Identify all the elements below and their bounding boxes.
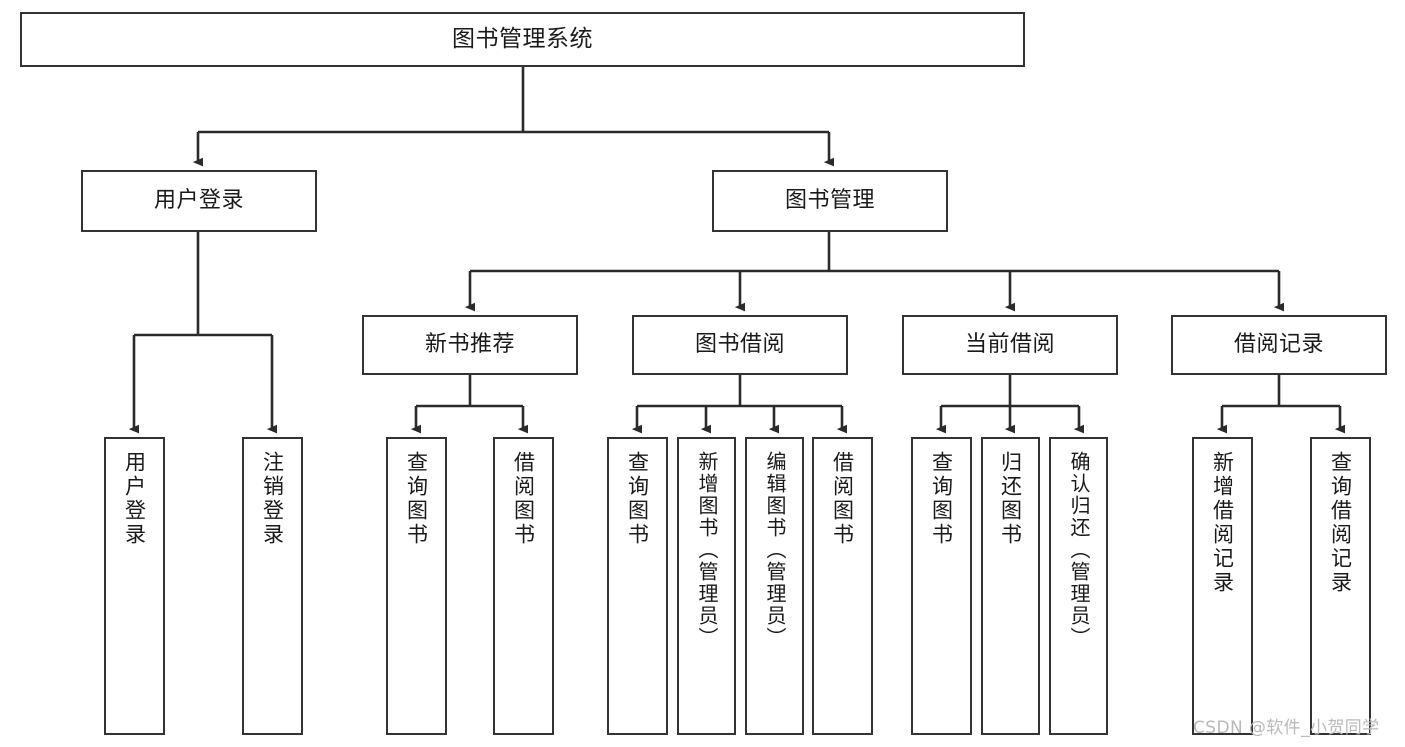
node-label: 图书管理系统 bbox=[452, 25, 593, 52]
leaf-return-book[interactable]: 归还图书 bbox=[981, 437, 1040, 735]
leaf-borrow-book-2[interactable]: 借阅图书 bbox=[812, 437, 873, 735]
node-label: 用户登录 bbox=[122, 451, 147, 547]
leaf-query-book-1[interactable]: 查询图书 bbox=[386, 437, 447, 735]
leaf-edit-book-admin[interactable]: 编辑图书（管理员） bbox=[745, 437, 804, 735]
node-label: 归还图书 bbox=[998, 451, 1023, 547]
node-book-management[interactable]: 图书管理 bbox=[712, 170, 948, 232]
node-new-book-recommendation[interactable]: 新书推荐 bbox=[362, 315, 578, 375]
node-label: 确认归还（管理员） bbox=[1067, 451, 1091, 649]
node-label: 编辑图书（管理员） bbox=[763, 451, 787, 649]
leaf-query-book-3[interactable]: 查询图书 bbox=[911, 437, 972, 735]
node-book-borrow[interactable]: 图书借阅 bbox=[632, 315, 848, 375]
node-label: 查询图书 bbox=[625, 451, 650, 547]
node-label: 用户登录 bbox=[153, 187, 244, 213]
node-borrow-record[interactable]: 借阅记录 bbox=[1171, 315, 1387, 375]
node-label: 借阅图书 bbox=[830, 451, 855, 547]
node-label: 新增借阅记录 bbox=[1210, 451, 1235, 595]
node-label: 新增图书（管理员） bbox=[695, 451, 719, 649]
node-label: 注销登录 bbox=[260, 451, 285, 547]
node-label: 图书管理 bbox=[784, 187, 875, 213]
node-root-book-management-system[interactable]: 图书管理系统 bbox=[20, 12, 1025, 67]
node-user-login[interactable]: 用户登录 bbox=[81, 170, 317, 232]
node-label: 查询借阅记录 bbox=[1328, 451, 1353, 595]
node-label: 借阅记录 bbox=[1233, 331, 1324, 357]
node-label: 新书推荐 bbox=[424, 331, 515, 357]
leaf-borrow-book-1[interactable]: 借阅图书 bbox=[493, 437, 554, 735]
node-label: 图书借阅 bbox=[694, 331, 785, 357]
leaf-add-borrow-record[interactable]: 新增借阅记录 bbox=[1192, 437, 1253, 735]
node-label: 查询图书 bbox=[404, 451, 429, 547]
leaf-confirm-return-admin[interactable]: 确认归还（管理员） bbox=[1049, 437, 1108, 735]
node-current-borrow[interactable]: 当前借阅 bbox=[902, 315, 1118, 375]
node-label: 查询图书 bbox=[929, 451, 954, 547]
leaf-query-borrow-record[interactable]: 查询借阅记录 bbox=[1310, 437, 1371, 735]
leaf-logout[interactable]: 注销登录 bbox=[242, 437, 303, 735]
leaf-add-book-admin[interactable]: 新增图书（管理员） bbox=[677, 437, 736, 735]
leaf-query-book-2[interactable]: 查询图书 bbox=[607, 437, 668, 735]
node-label: 当前借阅 bbox=[964, 331, 1055, 357]
leaf-user-login[interactable]: 用户登录 bbox=[104, 437, 165, 735]
node-label: 借阅图书 bbox=[511, 451, 536, 547]
